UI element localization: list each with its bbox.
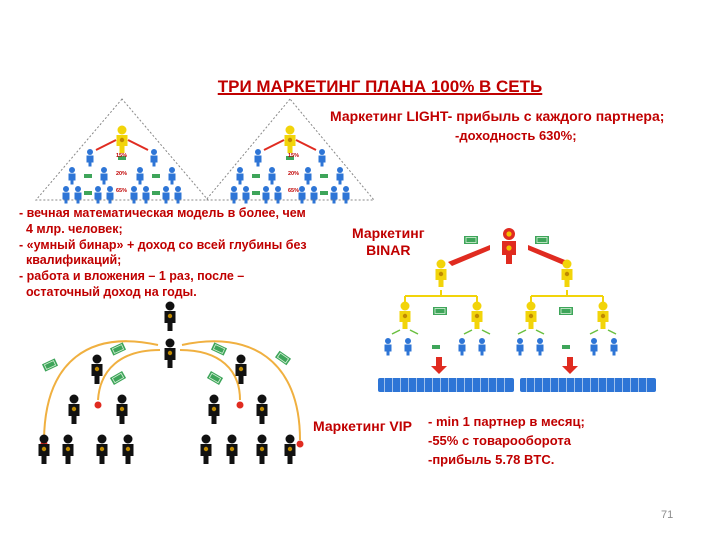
benefits-item: 4 млр. человек; [19,221,123,236]
light-pyramid-left: 15% 20% 65% [34,98,210,204]
light-heading: Маркетинг LIGHT- прибыль с каждого партн… [330,108,665,124]
percent-20-right: 20% [288,171,299,177]
percent-15: 15% [116,153,127,159]
benefits-list: - вечная математическая модель в более, … [19,206,307,301]
vip-item: -прибыль 5.78 BTC. [428,452,555,467]
light-pyramid-right: 15% 20% 65% [204,98,376,204]
light-yield: -доходность 630%; [455,128,577,143]
page-number: 71 [661,509,674,521]
percent-65: 65% [116,188,127,194]
binar-label-line1: Маркетинг [352,225,425,241]
vip-list: - min 1 партнер в месяц; -55% с товарооб… [428,412,585,469]
vip-tree [38,301,304,464]
benefits-item: - «умный бинар» + доход со всей глубины … [19,237,307,252]
benefits-item: - вечная математическая модель в более, … [19,206,306,220]
benefits-item: - работа и вложения – 1 раз, после – [19,269,245,284]
benefits-item: остаточный доход на годы. [19,284,197,299]
binar-label-line2: BINAR [366,242,411,258]
percent-15-right: 15% [288,153,299,159]
slide-title: ТРИ МАРКЕТИНГ ПЛАНА 100% В СЕТЬ [217,77,543,96]
vip-heading: Маркетинг VIP [313,418,412,434]
percent-65-right: 65% [288,188,299,194]
vip-item: - min 1 партнер в месяц; [428,414,585,429]
binar-label: Маркетинг BINAR [352,225,425,259]
percent-20: 20% [116,171,127,177]
benefits-item: квалификаций; [19,253,122,268]
binar-tree [378,228,656,392]
vip-item: -55% с товарооборота [428,433,571,448]
